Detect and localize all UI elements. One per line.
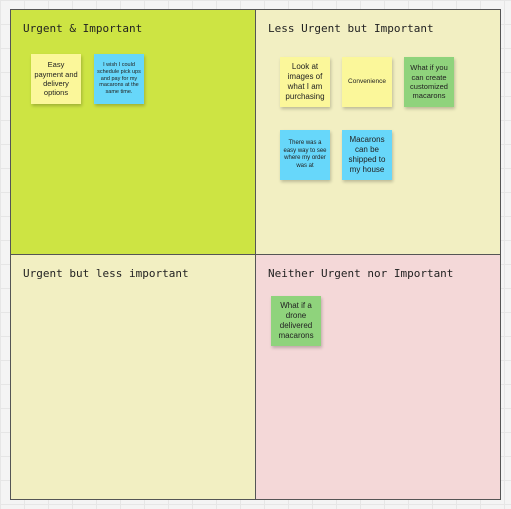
sticky-note[interactable]: Look at images of what I am purchasing	[280, 57, 330, 107]
quadrant-urgent-important: Urgent & Important Easy payment and deli…	[10, 9, 256, 255]
sticky-note-text: Macarons can be shipped to my house	[348, 135, 386, 174]
sticky-note-text: What if you can create customized macaro…	[410, 63, 448, 101]
sticky-note[interactable]: Macarons can be shipped to my house	[342, 130, 392, 180]
sticky-note-text: Easy payment and delivery options	[34, 60, 78, 98]
sticky-note-text: What if a drone delivered macarons	[278, 301, 314, 340]
quadrant-title: Urgent & Important	[23, 22, 143, 35]
sticky-note[interactable]: Convenience	[342, 57, 392, 107]
quadrant-title: Neither Urgent nor Important	[268, 267, 454, 280]
sticky-note[interactable]: What if a drone delivered macarons	[271, 296, 321, 346]
quadrant-title: Urgent but less important	[23, 267, 189, 280]
quadrant-urgent-less-important: Urgent but less important	[10, 254, 256, 500]
quadrant-neither: Neither Urgent nor Important What if a d…	[255, 254, 501, 500]
sticky-note-text: I wish I could schedule pick ups and pay…	[97, 61, 141, 96]
sticky-note[interactable]: Easy payment and delivery options	[31, 54, 81, 104]
sticky-note[interactable]: What if you can create customized macaro…	[404, 57, 454, 107]
sticky-note[interactable]: There was a easy way to see where my ord…	[280, 130, 330, 180]
sticky-note-text: Look at images of what I am purchasing	[285, 62, 325, 101]
sticky-note-text: There was a easy way to see where my ord…	[283, 140, 327, 169]
sticky-note[interactable]: I wish I could schedule pick ups and pay…	[94, 54, 144, 104]
sticky-note-text: Convenience	[348, 77, 386, 85]
quadrant-title: Less Urgent but Important	[268, 22, 434, 35]
prioritization-board: Urgent & Important Easy payment and deli…	[10, 9, 501, 500]
quadrant-less-urgent-important: Less Urgent but Important Look at images…	[255, 9, 501, 255]
